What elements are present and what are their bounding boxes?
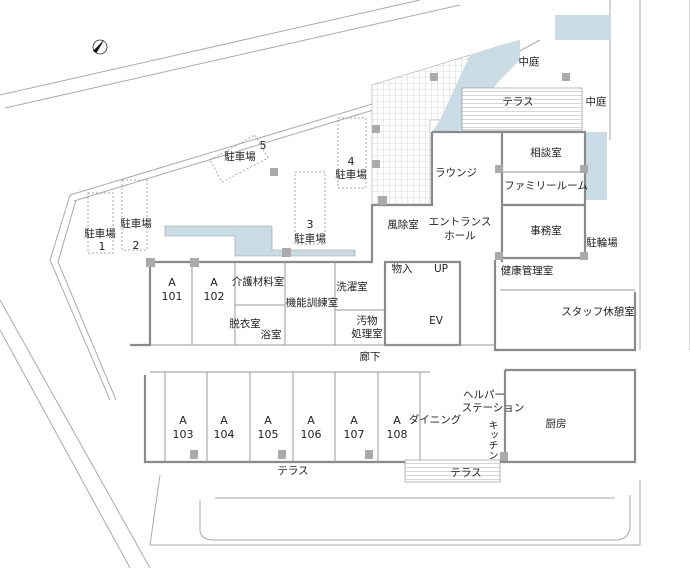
- unit-type: A: [264, 414, 272, 427]
- room-laundry: 洗濯室: [336, 281, 368, 293]
- room-soiled: 汚物: [356, 315, 378, 327]
- room-kitchen: キッチン: [486, 420, 497, 460]
- unit-number: 106: [300, 428, 322, 441]
- room-dining: ダイニング: [408, 414, 462, 426]
- parking-number: 4: [347, 155, 355, 168]
- unit-number: 107: [343, 428, 365, 441]
- parking-spaces: [87, 117, 367, 254]
- unit-type: A: [168, 276, 176, 289]
- room-main-kitchen: 厨房: [545, 418, 567, 430]
- room-care-supply: 介護材料室: [231, 276, 285, 288]
- room-consultation: 相談室: [530, 147, 562, 159]
- parking-number: 2: [132, 239, 140, 252]
- parking-label: 駐車場: [84, 228, 116, 240]
- elevator-label: EV: [429, 315, 443, 327]
- room-family: ファミリールーム: [504, 180, 588, 192]
- water-east: [585, 132, 607, 200]
- unit-type: A: [393, 414, 401, 427]
- room-entrance-hall: ホール: [444, 230, 476, 242]
- north-arrow: [92, 39, 108, 55]
- stairs-up-label: UP: [433, 263, 449, 275]
- unit-number: 105: [257, 428, 279, 441]
- room-entrance-hall: エントランス: [428, 216, 492, 228]
- unit-number: 101: [161, 290, 183, 303]
- unit-number: 103: [172, 428, 194, 441]
- interior-walls: [150, 171, 635, 462]
- water-north: [432, 40, 520, 132]
- room-terrace-south: テラス: [450, 467, 482, 479]
- unit-type: A: [220, 414, 228, 427]
- parking-number: 5: [259, 139, 267, 152]
- parking-label: 駐車場: [335, 169, 367, 181]
- water-west: [164, 225, 356, 257]
- room-bicycle-parking: 駐輪場: [586, 237, 618, 249]
- room-soiled: 処理室: [351, 328, 383, 340]
- unit-type: A: [307, 414, 315, 427]
- columns: [146, 73, 588, 461]
- unit-number: 104: [213, 428, 235, 441]
- terrace-north-deck: [461, 87, 583, 131]
- room-courtyard: 中庭: [518, 56, 540, 68]
- room-dressing: 脱衣室: [229, 318, 261, 330]
- room-storage: 物入: [391, 263, 413, 275]
- parking-label: 駐車場: [294, 233, 326, 245]
- room-helper-station: ヘルパー: [463, 389, 505, 401]
- room-terrace-south: テラス: [277, 465, 309, 477]
- room-staff: スタッフ休憩室: [561, 306, 635, 318]
- parking-number: 3: [306, 218, 314, 231]
- room-rehab: 機能訓練室: [285, 297, 339, 309]
- room-courtyard: 中庭: [585, 96, 607, 108]
- room-corridor: 廊下: [359, 351, 381, 363]
- unit-type: A: [179, 414, 187, 427]
- unit-number: 102: [203, 290, 225, 303]
- room-office: 事務室: [530, 225, 562, 237]
- parking-number: 1: [98, 240, 106, 253]
- unit-type: A: [350, 414, 358, 427]
- unit-type: A: [210, 276, 218, 289]
- room-bath: 浴室: [260, 329, 282, 341]
- room-terrace-north: テラス: [502, 96, 534, 108]
- room-windbreak: 風除室: [387, 219, 419, 231]
- parking-label: 駐車場: [224, 151, 256, 163]
- unit-number: 108: [386, 428, 408, 441]
- room-health: 健康管理室: [500, 265, 554, 277]
- room-lounge: ラウンジ: [435, 167, 477, 179]
- room-helper-station: ステーション: [461, 402, 525, 414]
- parking-label: 駐車場: [120, 218, 152, 230]
